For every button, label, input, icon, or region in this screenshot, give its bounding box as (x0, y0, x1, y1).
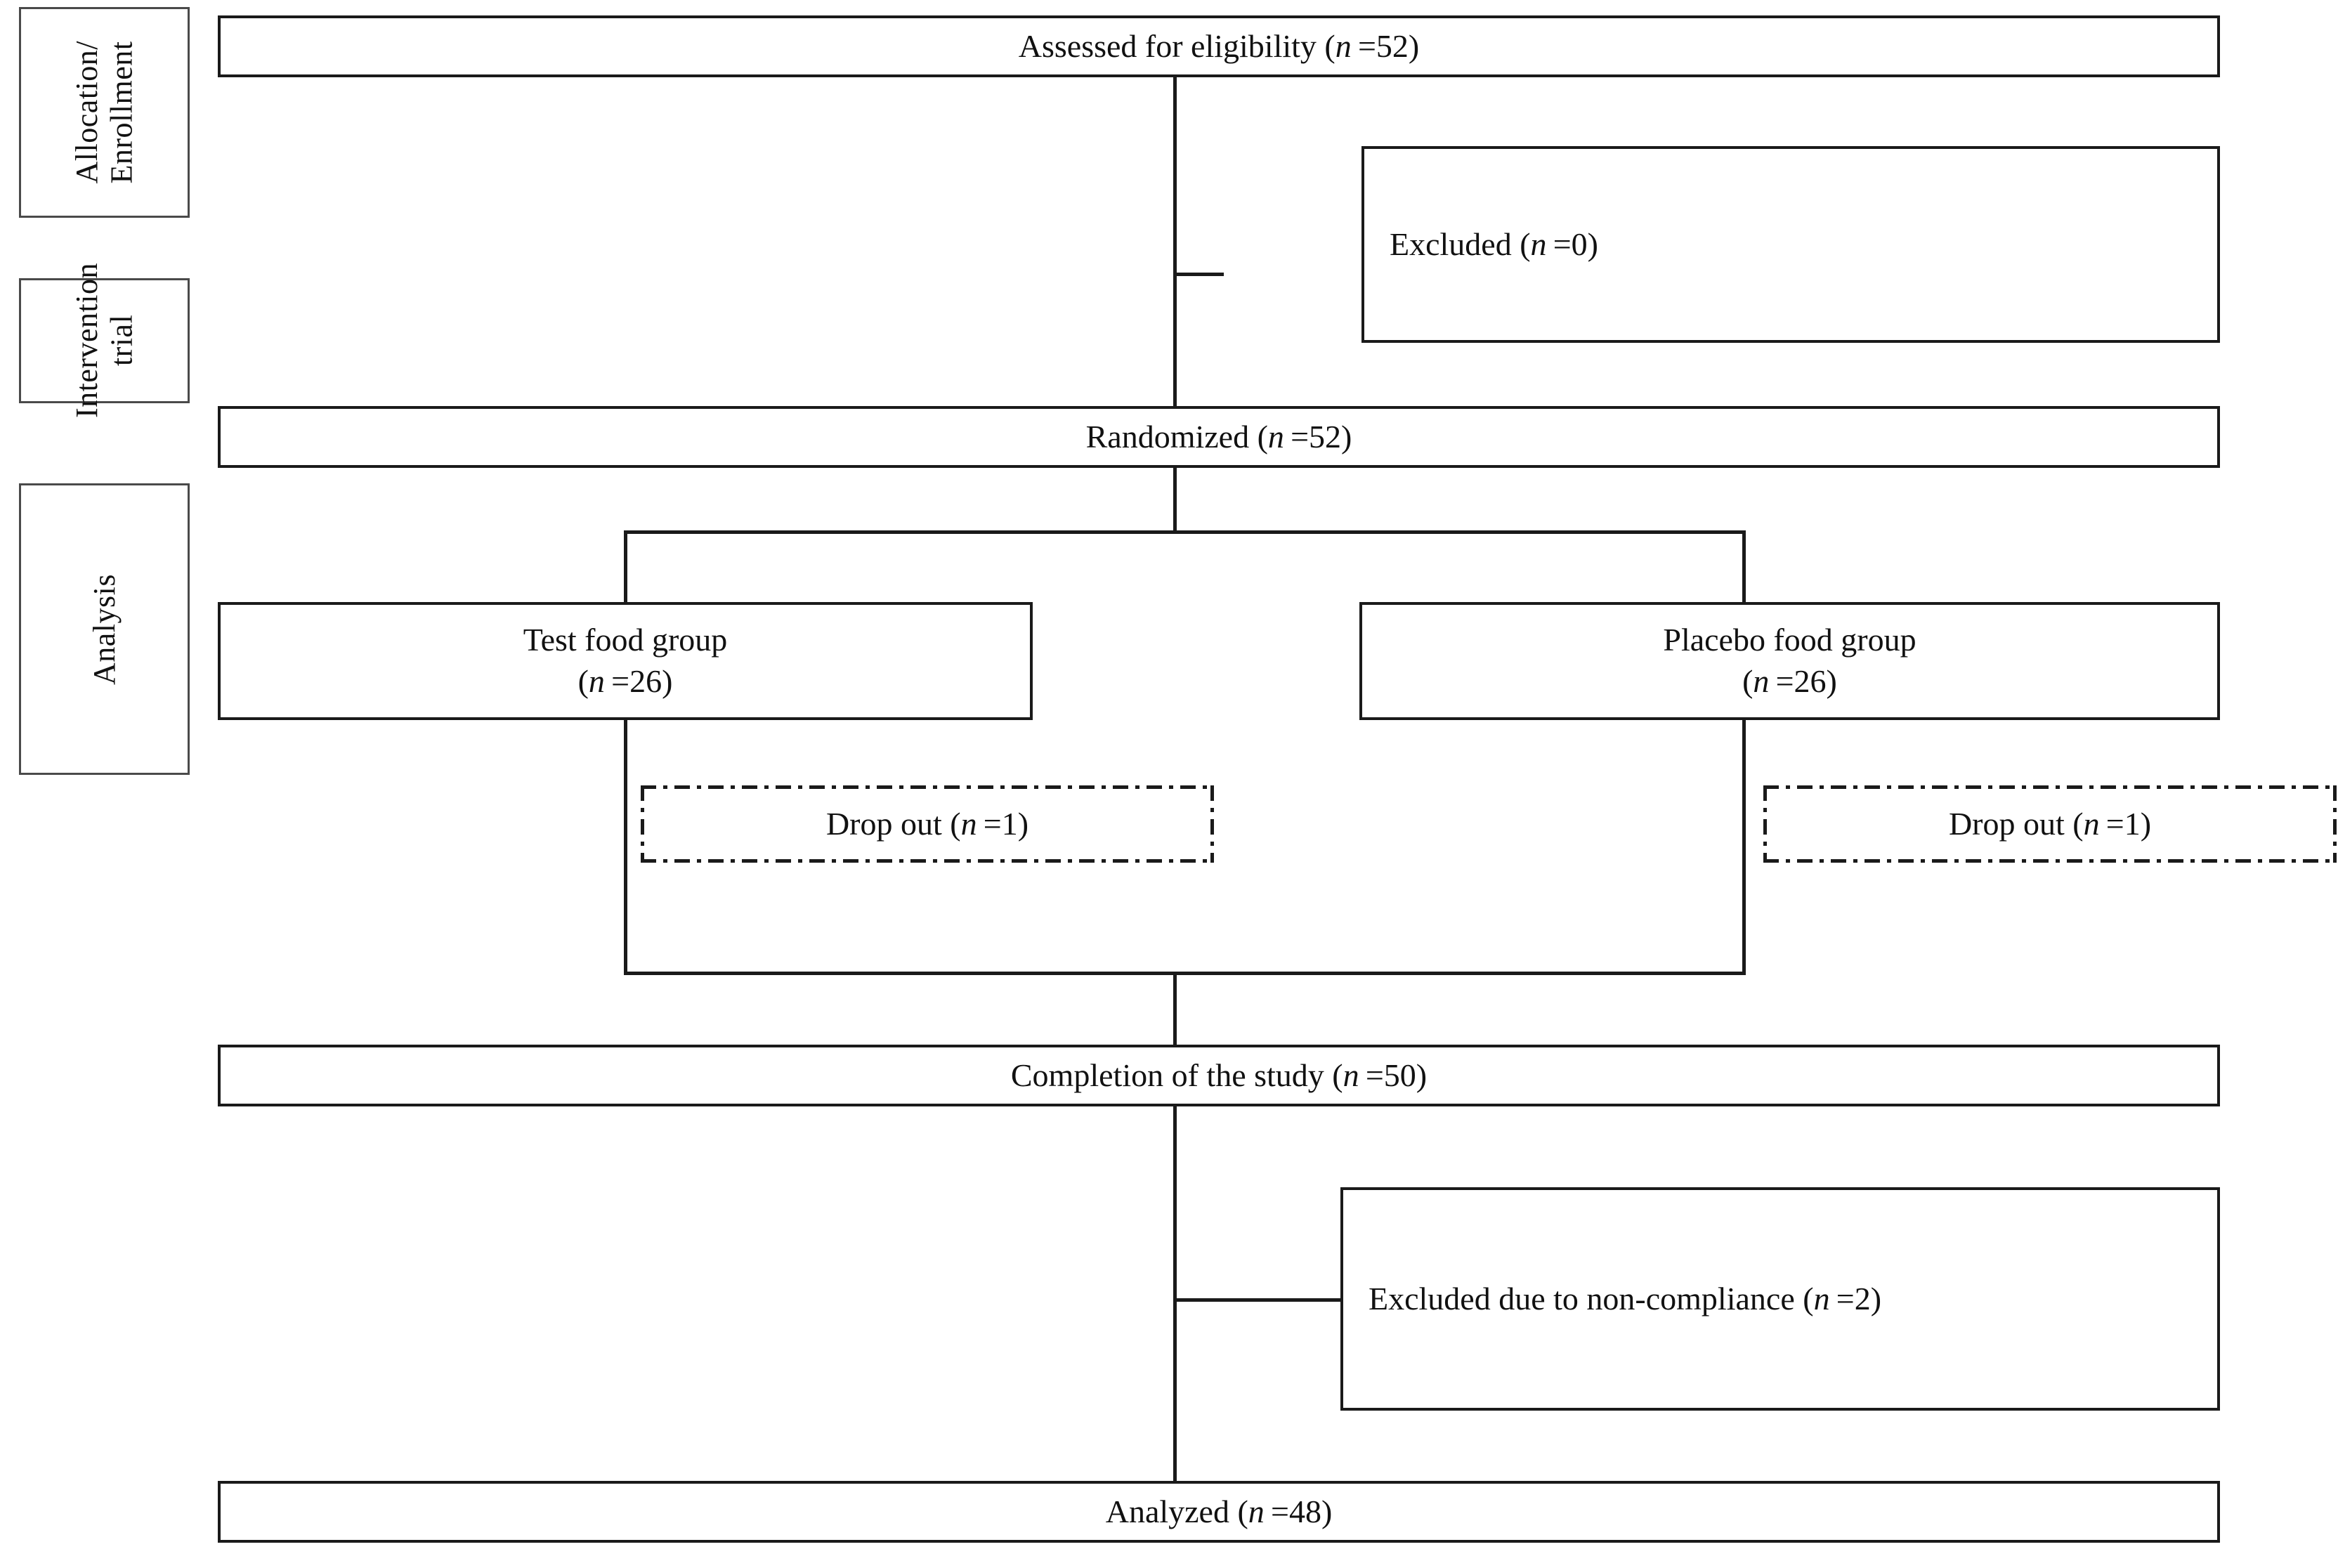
connector-to-excluded (1173, 273, 1224, 276)
connector-split-left-drop (624, 530, 627, 606)
node-placebo-food-group-text: Placebo food group(n =26) (1663, 622, 1916, 699)
node-assessed-text: Assessed for eligibility (n =52) (1018, 27, 1420, 64)
node-dropout-test: Drop out (n =1) (641, 785, 1214, 863)
node-excluded-non-compliance-text: Excluded due to non-compliance (n =2) (1369, 1280, 1882, 1317)
connector-split-right-drop (1742, 530, 1746, 606)
stage-intervention-trial: Intervention trial (19, 263, 190, 419)
connector-randomized-to-split (1173, 457, 1177, 534)
node-excluded-due-to-non-compliance: Excluded due to non-compliance (n =2) (1340, 1187, 2220, 1411)
node-randomized: Randomized (n =52) (218, 406, 2220, 468)
stage-allocation-enrollment: Allocation/ Enrollment (19, 7, 190, 218)
stage-label-intervention-trial: Intervention trial (70, 263, 139, 419)
node-test-food-group-text: Test food group(n =26) (523, 622, 728, 699)
node-assessed-for-eligibility: Assessed for eligibility (n =52) (218, 15, 2220, 77)
node-placebo-food-group: Placebo food group(n =26) (1359, 602, 2220, 720)
node-analyzed: Analyzed (n =48) (218, 1481, 2220, 1543)
node-dropout-placebo: Drop out (n =1) (1763, 785, 2337, 863)
stage-label-allocation-enrollment: Allocation/ Enrollment (70, 41, 139, 184)
node-randomized-text: Randomized (n =52) (1085, 418, 1352, 455)
node-test-food-group: Test food group(n =26) (218, 602, 1033, 720)
stage-analysis: Analysis (19, 483, 190, 775)
connector-merge-bar (624, 972, 1746, 975)
node-dropout-placebo-text: Drop out (n =1) (1948, 805, 2152, 842)
connector-merge-to-completion (1173, 972, 1177, 1049)
stage-label-analysis: Analysis (86, 573, 122, 685)
connector-completion-to-analyzed (1173, 1104, 1177, 1484)
node-excluded-text: Excluded (n =0) (1390, 226, 1599, 262)
node-dropout-test-text: Drop out (n =1) (825, 805, 1029, 842)
node-analyzed-text: Analyzed (n =48) (1105, 1493, 1333, 1529)
node-excluded: Excluded (n =0) (1361, 146, 2220, 343)
connector-placebo-group-down (1742, 692, 1746, 973)
node-completion-text: Completion of the study (n =50) (1010, 1057, 1428, 1093)
connector-test-group-down (624, 692, 627, 973)
connector-to-excluded-noncompliance (1173, 1298, 1342, 1302)
node-completion-of-study: Completion of the study (n =50) (218, 1045, 2220, 1106)
connector-assessed-to-randomized (1173, 76, 1177, 406)
connector-split-bar (624, 530, 1746, 534)
